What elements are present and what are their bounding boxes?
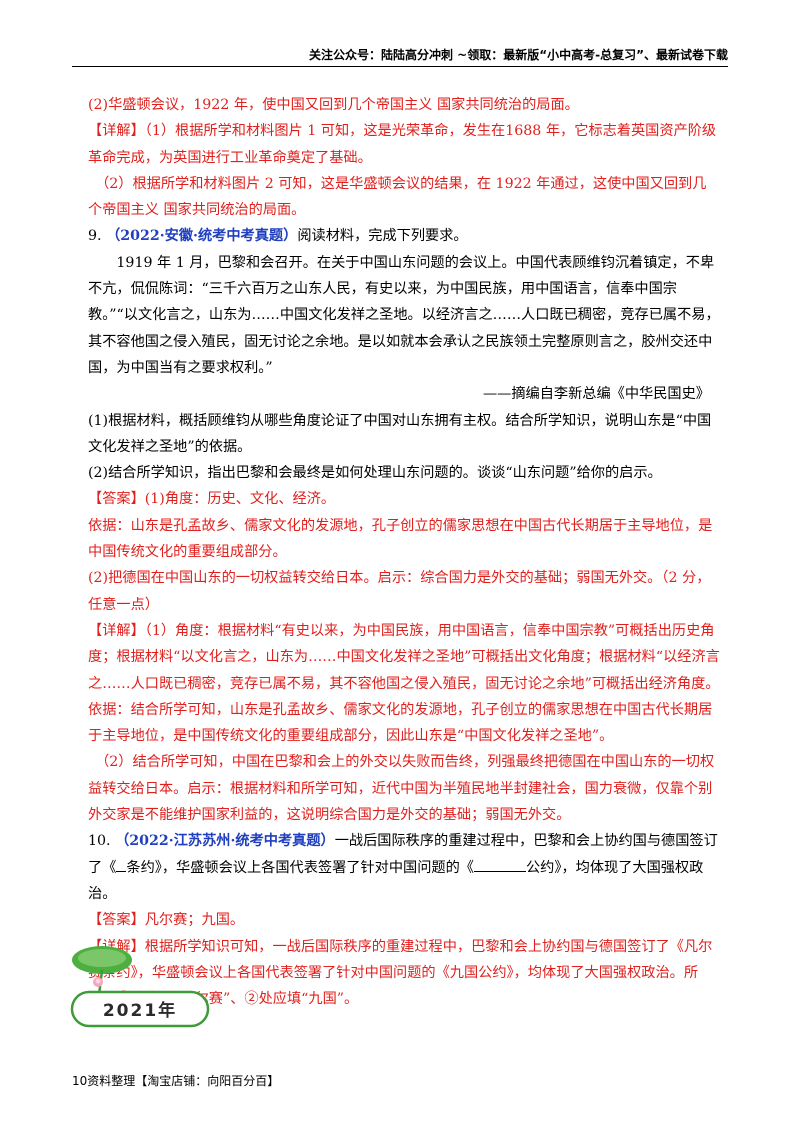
detail-paragraph: （2）根据所学和材料图片 2 可知，这是华盛顿会议的结果，在 1922 年通过，… — [88, 175, 707, 219]
page-footer: 10资料整理【淘宝店铺：向阳百分百】 — [72, 1072, 279, 1089]
sub-question: (2)结合所学知识，指出巴黎和会最终是如何处理山东问题的。谈谈“山东问题”给你的… — [88, 465, 662, 482]
fill-blank — [473, 857, 526, 872]
document-body: (2)华盛顿会议，1922 年，使中国又回到几个帝国主义 国家共同统治的局面。 … — [88, 92, 720, 1012]
question-instruction: 阅读材料，完成下列要求。 — [297, 228, 468, 245]
question-10: 10. （2022·江苏苏州·统考中考真题）一战后国际秩序的重建过程中，巴黎和会… — [88, 828, 720, 907]
question-stem: 公约》，均体现了大国强权政治。 — [88, 859, 704, 902]
answer-line: 【答案】凡尔赛；九国。 — [88, 912, 245, 929]
answer-line: 依据：山东是孔孟故乡、儒家文化的发源地，孔子创立的儒家思想在中国古代长期居于主导… — [88, 517, 713, 561]
sub-question: (1)根据材料，概括顾维钧从哪些角度论证了中国对山东拥有主权。结合所学知识，说明… — [88, 412, 712, 455]
page-header: 关注公众号：陆陆高分冲刺 ~领取：最新版“小中高考-总复习”、最新试卷下载 — [72, 44, 728, 67]
badge-year: 2021年 — [103, 1000, 177, 1021]
detail-paragraph: 【详解】（1）角度：根据材料“有史以来，为中国民族，用中国语言，信奉中国宗教”可… — [88, 622, 720, 745]
question-9-header: 9. （2022·安徽·统考中考真题）阅读材料，完成下列要求。 — [88, 223, 720, 249]
fill-blank — [116, 857, 127, 872]
material-citation: ——摘编自李新总编《中华民国史》 — [482, 386, 710, 403]
answer-line: (2)把德国在中国山东的一切权益转交给日本。启示：综合国力是外交的基础；弱国无外… — [88, 570, 711, 613]
page-number: 10 — [72, 1074, 88, 1088]
question-stem: 条约》，华盛顿会议上各国代表签署了针对中国问题的《 — [126, 859, 474, 876]
question-number: 10. — [88, 833, 111, 850]
question-number: 9. — [88, 228, 102, 245]
detail-paragraph: （2）结合所学可知，中国在巴黎和会上的外交以失败而告终，列强最终把德国在中国山东… — [88, 754, 715, 824]
lotus-year-badge: 2021年 — [64, 936, 220, 1034]
answer-line: 【答案】(1)角度：历史、文化、经济。 — [88, 491, 336, 508]
lotus-leaf-icon: 2021年 — [70, 946, 210, 1028]
question-source: （2022·江苏苏州·统考中考真题） — [115, 833, 335, 850]
question-source: （2022·安徽·统考中考真题） — [106, 228, 298, 245]
detail-paragraph: 【详解】（1）根据所学和材料图片 1 可知，这是光荣革命，发生在1688 年，它… — [88, 123, 717, 166]
footer-text: 资料整理【淘宝店铺：向阳百分百】 — [87, 1074, 280, 1088]
question-material: 1919 年 1 月，巴黎和会召开。在关于中国山东问题的会议上。中国代表顾维钧沉… — [88, 254, 720, 376]
answer-line: (2)华盛顿会议，1922 年，使中国又回到几个帝国主义 国家共同统治的局面。 — [88, 97, 579, 113]
question-stem: 一战后国际秩序的重建过程中，巴黎和会上协约国与德国签订了《 — [88, 833, 718, 876]
